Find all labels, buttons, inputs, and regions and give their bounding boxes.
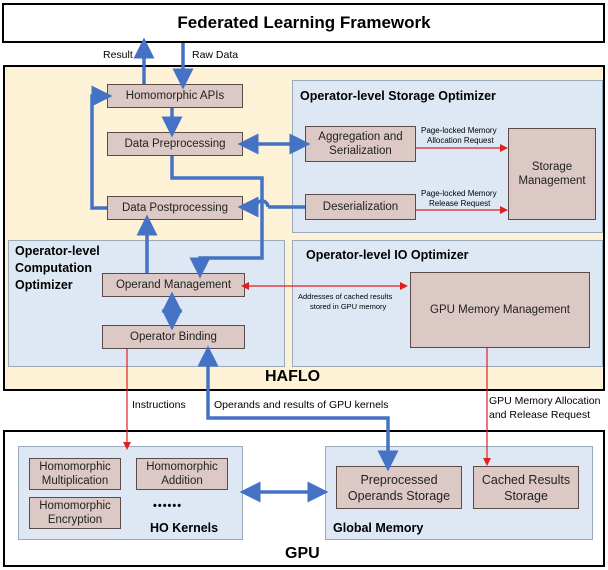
raw-data-label: Raw Data [192, 49, 239, 61]
global-memory-title: Global Memory [333, 521, 424, 535]
binding-storage-arrow [197, 345, 399, 472]
framework-title: Federated Learning Framework [177, 13, 431, 32]
gpu-title: GPU [285, 545, 320, 562]
gpu-memory-management-box: GPU Memory Management [410, 272, 590, 348]
computation-optimizer-title-3: Optimizer [15, 278, 73, 292]
postprocessing-to-apis-arrow [90, 85, 113, 210]
release-request-label-2: Release Request [429, 199, 491, 208]
gpu-alloc-label-1: GPU Memory Allocation [489, 395, 601, 407]
alloc-request-label-2: Allocation Request [427, 136, 494, 145]
computation-optimizer-title-2: Computation [15, 261, 93, 275]
federated-learning-framework [2, 3, 605, 43]
preprocessing-to-operand-arrow [170, 156, 264, 279]
storage-management-box: Storage Management [508, 128, 596, 220]
result-label: Result [103, 49, 133, 61]
cached-note-2: stored in GPU memory [310, 302, 387, 311]
ho-kernels-dots: •••••• [153, 500, 183, 512]
release-request-label-1: Page-locked Memory [421, 189, 497, 198]
instructions-label: Instructions [132, 399, 186, 411]
operands-results-label: Operands and results of GPU kernels [214, 399, 389, 411]
ho-kernels-title: HO Kernels [150, 521, 219, 535]
gpu-alloc-label-2: and Release Request [489, 409, 590, 421]
io-optimizer-title: Operator-level IO Optimizer [306, 248, 469, 262]
alloc-request-label-1: Page-locked Memory [421, 126, 497, 135]
data-postprocessing-box: Data Postprocessing [107, 196, 243, 220]
aggregation-serialization-box: Aggregation and Serialization [305, 126, 416, 162]
deserialization-box: Deserialization [305, 194, 416, 220]
storage-optimizer-title: Operator-level Storage Optimizer [300, 89, 496, 103]
computation-optimizer-title-1: Operator-level [15, 244, 100, 258]
cached-note-1: Addresses of cached results [298, 292, 393, 301]
